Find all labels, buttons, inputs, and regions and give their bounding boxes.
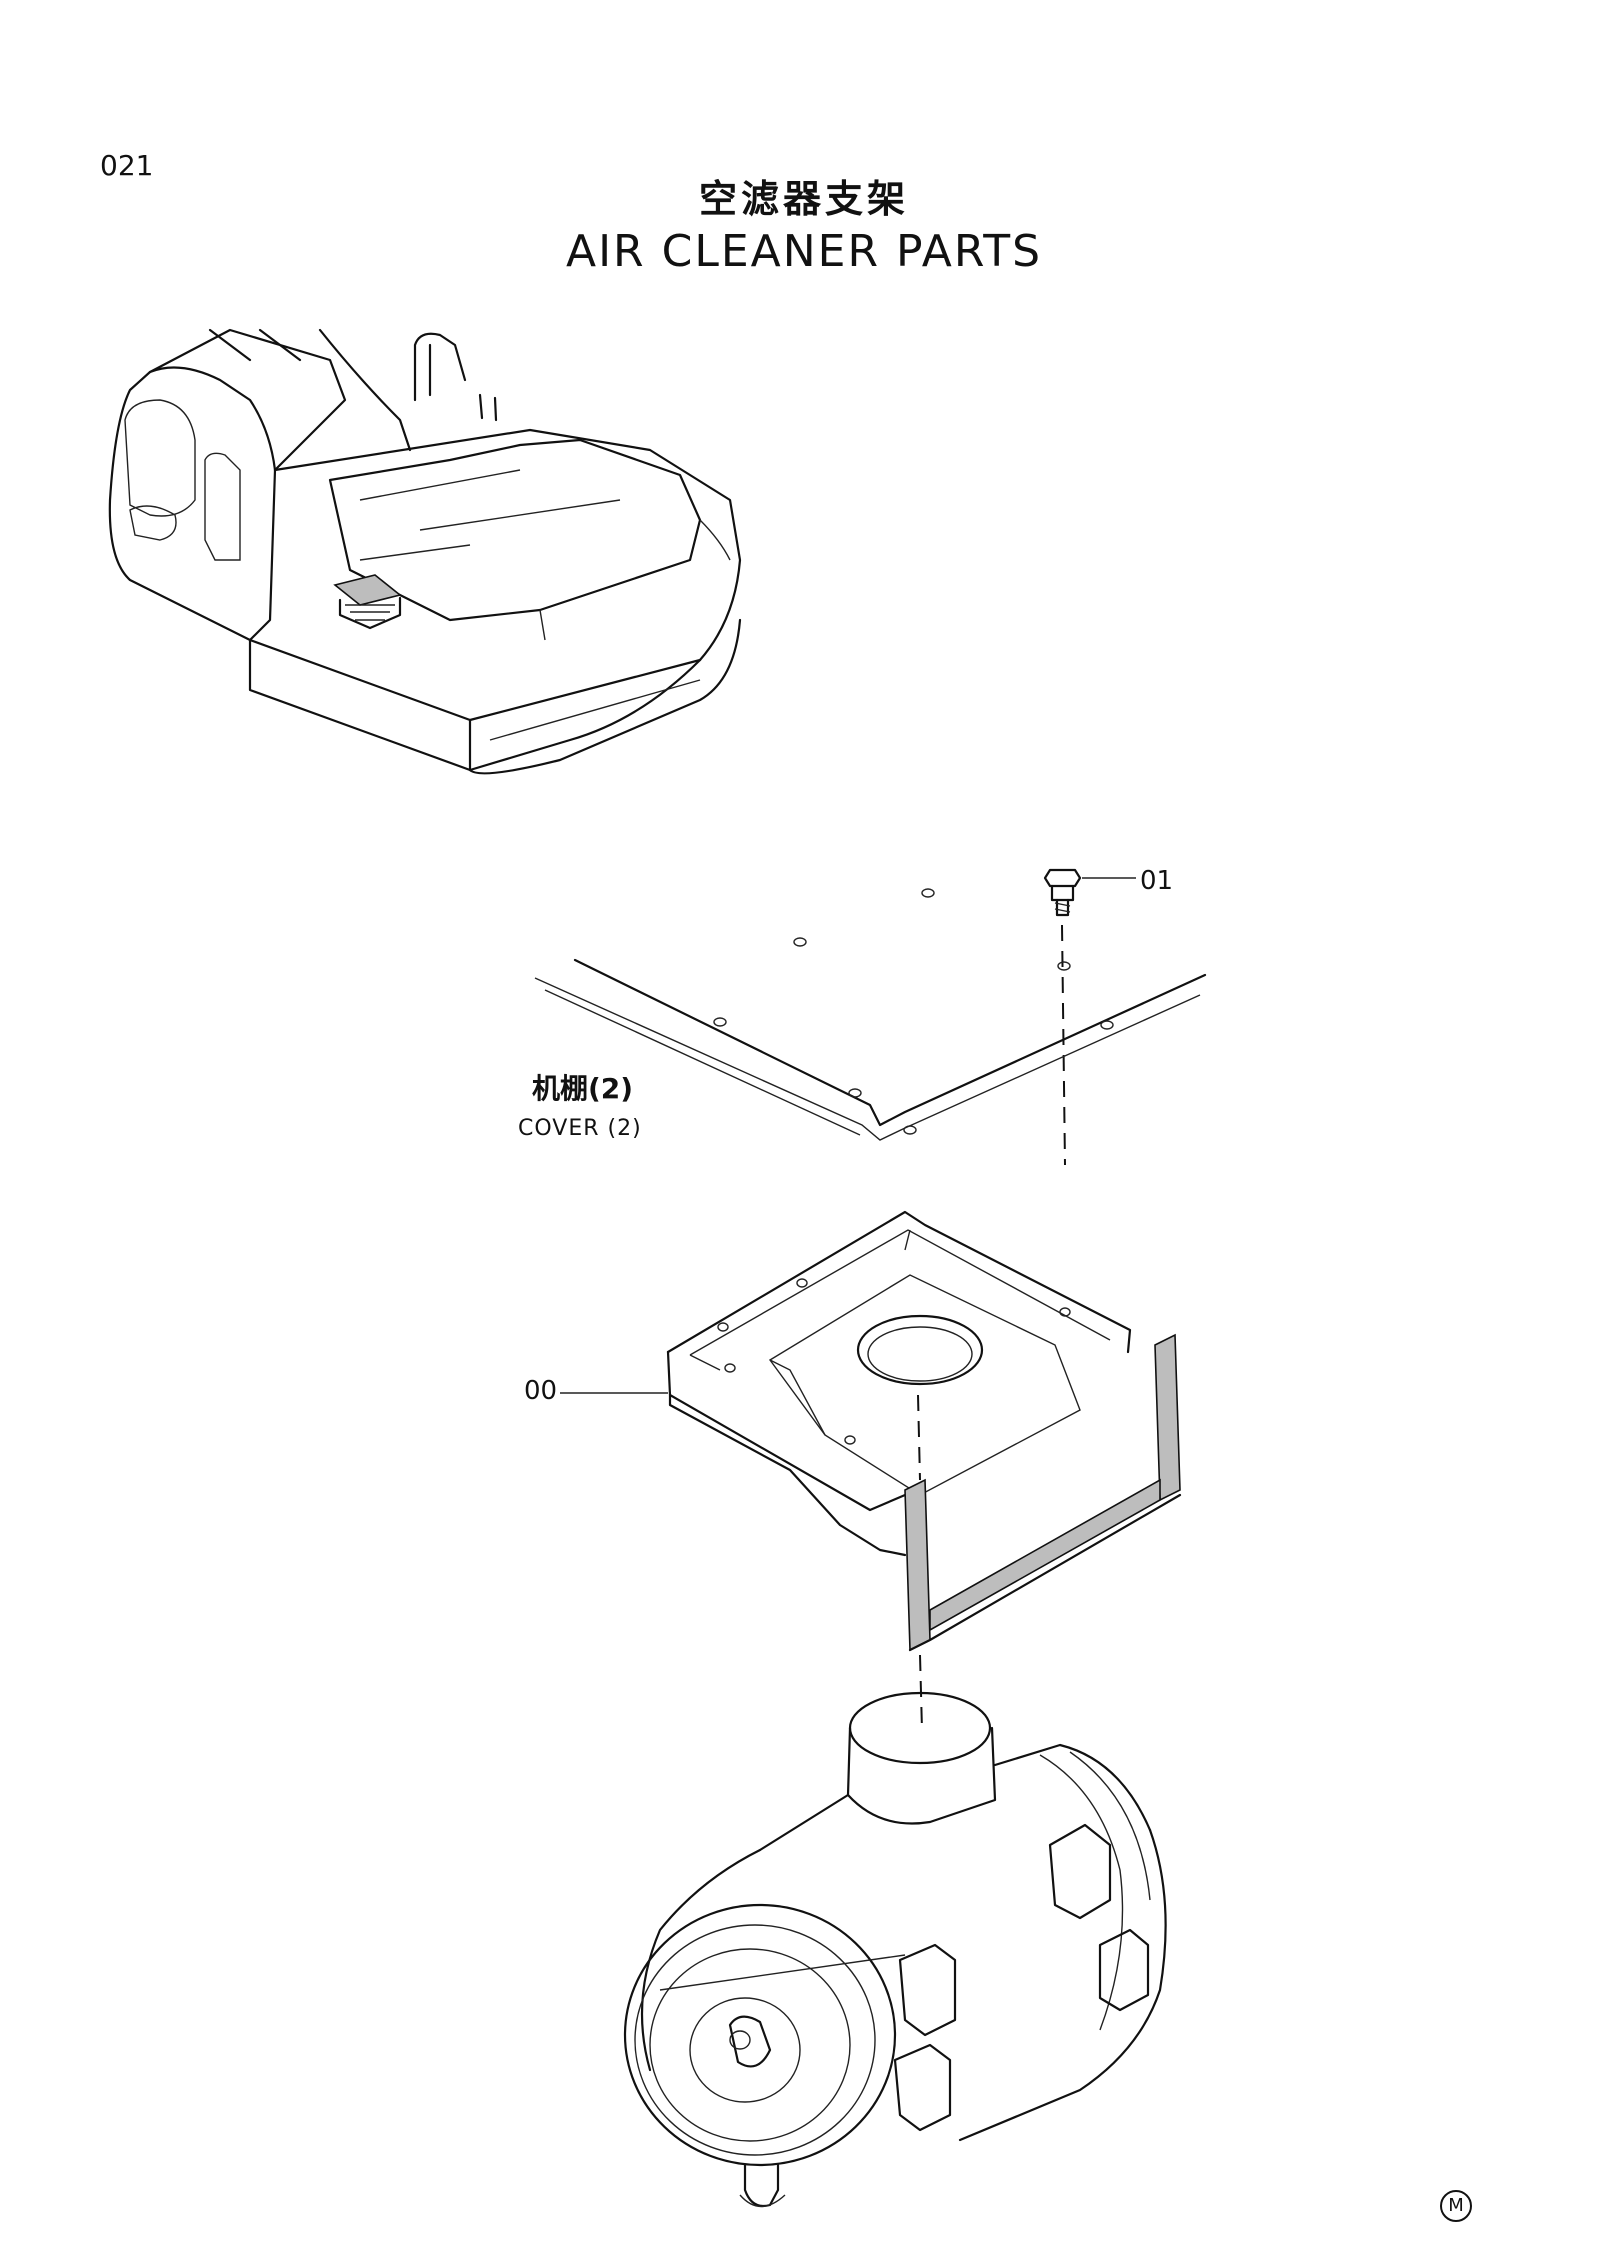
page-title-chinese: 空滤器支架 bbox=[698, 177, 909, 221]
part-label-00: 00 bbox=[524, 1376, 558, 1406]
bolt-part-01 bbox=[1043, 868, 1136, 1166]
cover-label: COVER (2) bbox=[518, 1116, 642, 1141]
page-title: AIR CLEANER PARTS bbox=[565, 226, 1043, 277]
page-number: 021 bbox=[100, 149, 154, 182]
cover-label-chinese: 机棚(2) bbox=[532, 1072, 634, 1105]
air-cleaner-assembly bbox=[623, 1691, 1167, 2208]
excavator-overview bbox=[108, 328, 742, 775]
part-label-01: 01 bbox=[1140, 866, 1174, 896]
bracket-part-00 bbox=[560, 1210, 1182, 1731]
circled-m-mark: M bbox=[1440, 2190, 1472, 2222]
cover-panel bbox=[534, 888, 1207, 1141]
